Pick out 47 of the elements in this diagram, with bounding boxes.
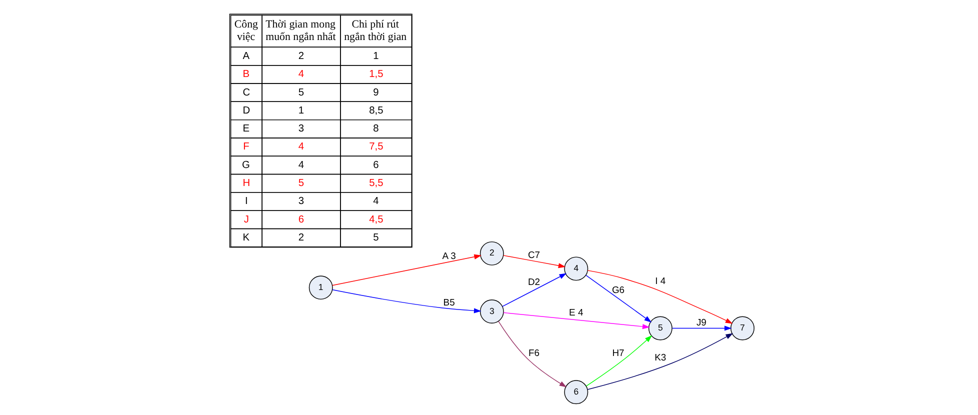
- edge-label: F6: [528, 348, 540, 360]
- edge-label: J9: [696, 318, 706, 329]
- label: 4: [298, 160, 304, 171]
- label: B: [242, 69, 250, 80]
- label: 8,5: [369, 105, 384, 116]
- label: 1,5: [369, 69, 384, 80]
- label: 6: [298, 214, 304, 226]
- label: Công việc: [234, 18, 258, 43]
- label: D: [242, 105, 250, 116]
- label: I: [244, 196, 248, 208]
- edge-label: G6: [612, 284, 625, 296]
- label: 3: [298, 124, 304, 135]
- label: 4: [298, 69, 304, 80]
- label: Chi phí rút ngắn thời gian: [344, 18, 407, 43]
- label: G: [242, 160, 250, 171]
- label: 4: [373, 196, 379, 208]
- label: 9: [373, 87, 379, 98]
- label: 1: [373, 50, 379, 62]
- label: 3: [298, 196, 304, 208]
- label: 1: [298, 105, 304, 116]
- edge-label: E 4: [569, 307, 584, 318]
- label: J: [244, 214, 249, 226]
- edge-label: A 3: [442, 250, 456, 262]
- label: 7,5: [369, 142, 384, 153]
- label: C: [242, 87, 250, 98]
- edge-label: K3: [654, 352, 666, 364]
- label: 5: [298, 87, 304, 98]
- label: Thời gian mong muốn ngắn nhất: [266, 18, 336, 43]
- edge-label: H7: [612, 348, 624, 360]
- label: 5: [373, 232, 379, 244]
- label: 2: [298, 232, 304, 244]
- label: 5,5: [369, 178, 384, 190]
- label: 4,5: [369, 214, 384, 226]
- label: K: [242, 232, 250, 244]
- label: H: [242, 178, 250, 190]
- edge-label: I 4: [655, 276, 666, 288]
- label: A: [242, 50, 250, 62]
- label: 6: [373, 160, 379, 171]
- label: 5: [298, 178, 304, 190]
- label: E: [242, 124, 250, 135]
- label: 4: [298, 142, 304, 153]
- label: 8: [373, 124, 379, 135]
- label: 2: [298, 50, 304, 62]
- edge-label: D2: [528, 276, 540, 288]
- label: F: [243, 142, 250, 153]
- edge-label: C7: [528, 250, 540, 262]
- edge-label: B5: [443, 297, 455, 308]
